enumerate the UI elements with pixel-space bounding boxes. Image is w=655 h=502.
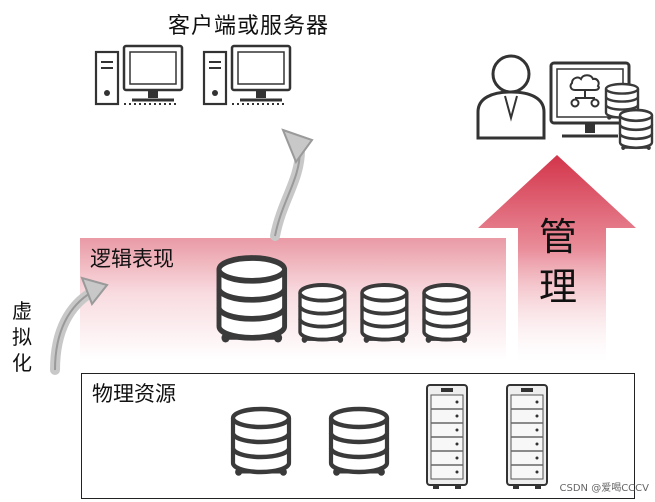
admin-user-icon [476,54,546,140]
database-icon [422,283,471,345]
logical-layer-label: 逻辑表现 [90,247,174,271]
database-icon [360,283,409,345]
watermark: CSDN @爱喝CCCV [559,483,649,494]
management-arrow [478,155,636,362]
database-icon [298,283,347,345]
database-icon [219,258,285,343]
database-icon [233,409,289,476]
database-icon [618,108,654,152]
database-icon [331,409,387,476]
virtualization-label: 虚拟化 [12,299,32,375]
server-rack-icon [506,384,548,490]
desktop-computer-icon [202,44,292,106]
management-label: 管理 [538,215,577,309]
virtualization-arrow [50,276,109,375]
physical-layer-label: 物理资源 [92,382,176,406]
server-rack-icon [426,384,468,490]
physical-layer-box [81,373,635,499]
clients-label: 客户端或服务器 [168,14,330,39]
upward-arrow-to-clients [270,128,314,241]
desktop-computer-icon [94,44,184,106]
